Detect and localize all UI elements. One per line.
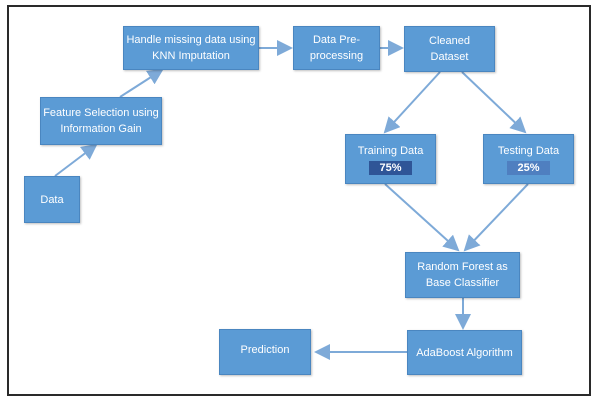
testing-percent-badge: 25% (507, 161, 550, 175)
prediction-node-label: Prediction (240, 344, 290, 356)
preprocessing-node-label: Data Pre- processing (309, 34, 364, 62)
cleaned-dataset-node: Cleaned Dataset (404, 26, 495, 72)
random-forest-node: Random Forest as Base Classifier (405, 252, 520, 298)
training-data-node: Training Data 75% (345, 134, 436, 184)
training-data-node-label: Training Data (357, 145, 424, 157)
feature-selection-node: Feature Selection using Information Gain (40, 97, 162, 145)
adaboost-node: AdaBoost Algorithm (407, 330, 522, 375)
testing-data-node: Testing Data 25% (483, 134, 574, 184)
testing-data-node-label: Testing Data (497, 145, 560, 157)
data-node-label: Data (40, 193, 64, 206)
preprocessing-node: Data Pre- processing (293, 26, 380, 70)
training-percent-badge: 75% (369, 161, 412, 175)
feature-selection-node-label: Feature Selection using Information Gain (43, 107, 159, 135)
random-forest-node-label: Random Forest as Base Classifier (417, 261, 508, 289)
adaboost-node-label: AdaBoost Algorithm (416, 346, 513, 359)
knn-imputation-node: Handle missing data using KNN Imputation (123, 26, 259, 70)
prediction-node: Prediction (219, 329, 311, 375)
data-node: Data (24, 176, 80, 223)
cleaned-dataset-node-label: Cleaned Dataset (429, 35, 470, 63)
knn-imputation-node-label: Handle missing data using KNN Imputation (126, 34, 256, 62)
